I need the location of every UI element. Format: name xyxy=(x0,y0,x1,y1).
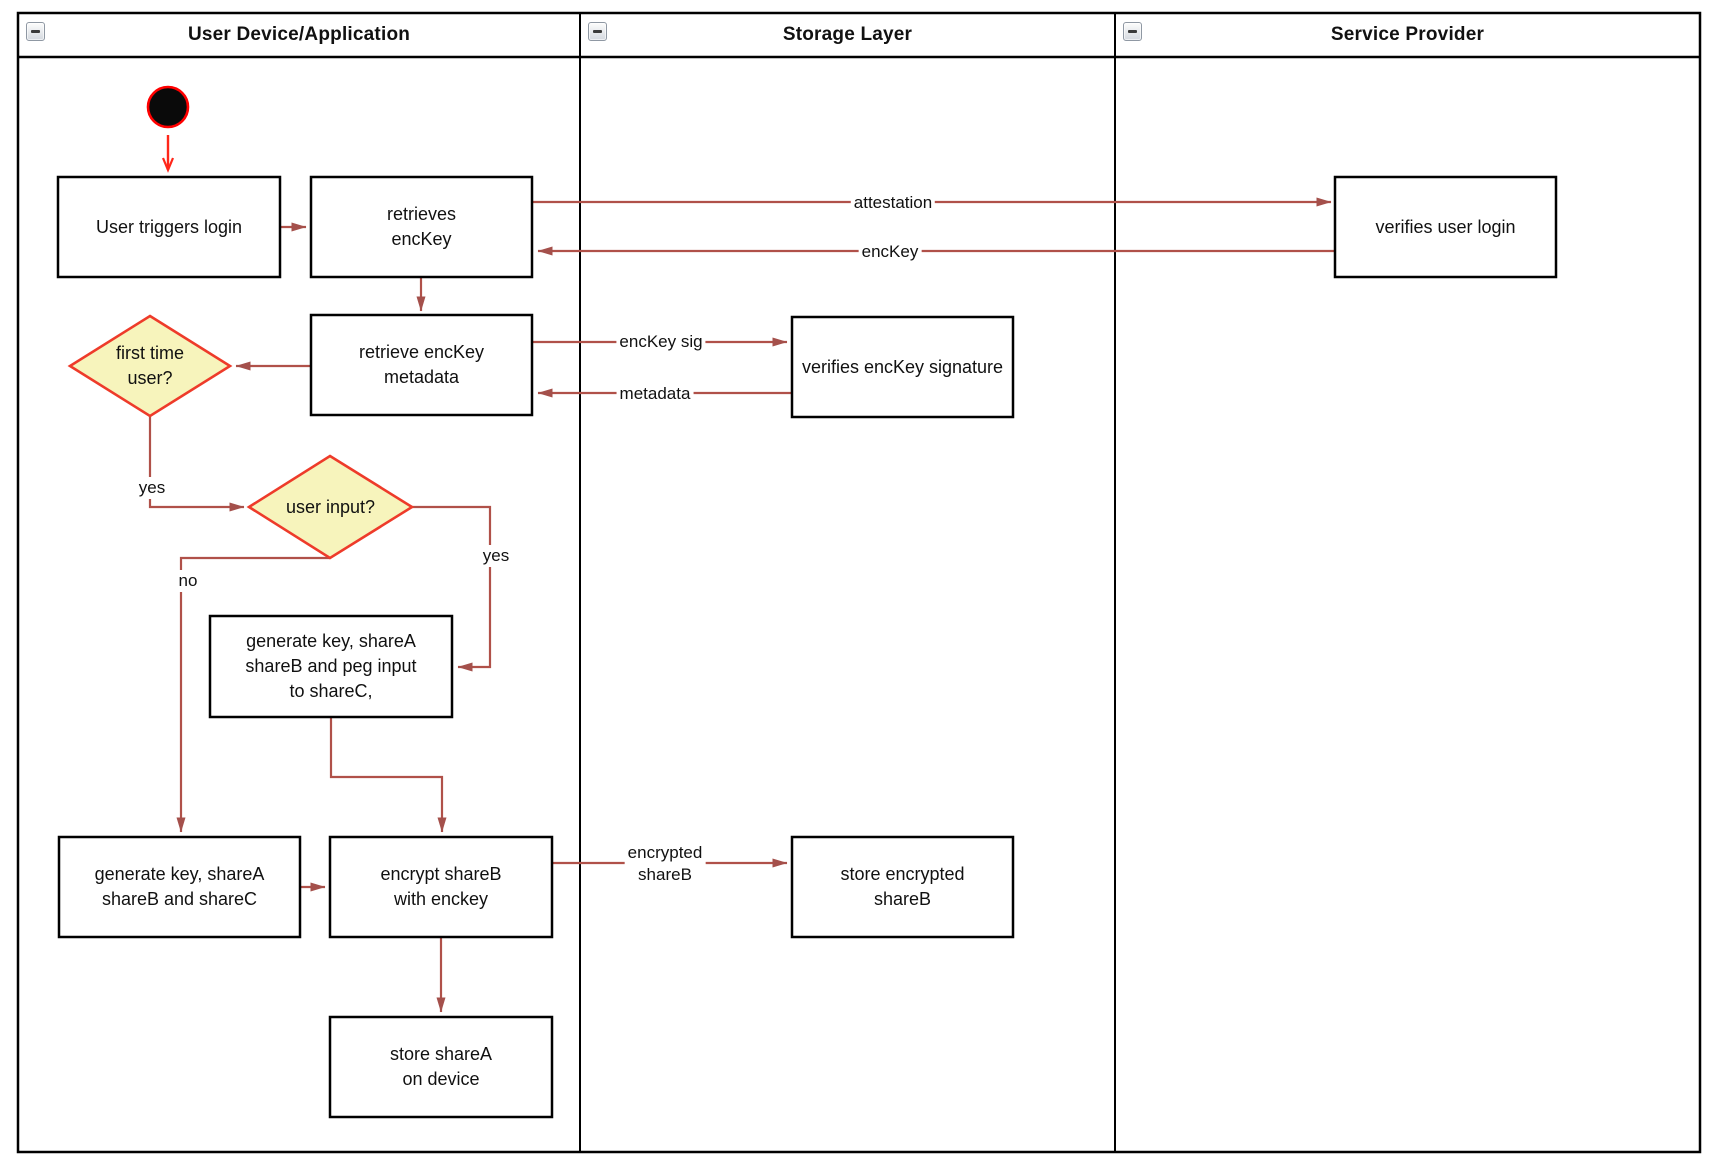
node-label-generate-key-peg: generate key, shareA shareB and peg inpu… xyxy=(245,631,417,701)
start-node[interactable] xyxy=(146,85,190,129)
node-label-retrieve-enckey-metadata: retrieve encKey metadata xyxy=(358,342,485,387)
node-verifies-enckey-signature[interactable] xyxy=(790,315,1015,419)
lane-title-service-provider: Service Provider xyxy=(1330,24,1485,45)
edge-label-user-input-yes[interactable]: yes xyxy=(479,545,513,567)
node-label-verifies-user-login: verifies user login xyxy=(1375,216,1516,237)
edge-userinput-no[interactable] xyxy=(176,556,330,833)
node-generate-key-shares[interactable] xyxy=(57,835,302,939)
collapse-lane-icon[interactable] xyxy=(588,22,607,41)
edge-label-first-time-yes[interactable]: yes xyxy=(135,477,169,499)
node-store-encrypted-shareb[interactable] xyxy=(790,835,1015,939)
minus-icon xyxy=(31,30,40,33)
edge-label-user-input-no[interactable]: no xyxy=(175,570,201,592)
collapse-lane-icon[interactable] xyxy=(26,22,45,41)
node-generate-key-peg[interactable] xyxy=(208,614,454,719)
minus-icon xyxy=(1128,30,1137,33)
node-label-verifies-enckey-signature: verifies encKey signature xyxy=(801,356,1004,377)
node-label-retrieves-enckey: retrieves encKey xyxy=(386,204,457,249)
edge-label-enckey-sig[interactable]: encKey sig xyxy=(616,331,706,353)
node-retrieve-enckey-metadata[interactable] xyxy=(309,313,534,417)
lane-title-user-device: User Device/Application xyxy=(187,24,411,45)
decision-user-input[interactable] xyxy=(246,454,415,560)
edge-firsttime-yes[interactable] xyxy=(148,416,245,512)
node-label-store-sharea: store shareA on device xyxy=(389,1044,493,1089)
edge-label-encrypted-shareb[interactable]: encrypted shareB xyxy=(624,842,706,886)
edge-label-metadata[interactable]: metadata xyxy=(616,383,694,405)
minus-icon xyxy=(593,30,602,33)
lane-title-storage-layer: Storage Layer xyxy=(782,24,913,45)
edge-peg-to-encrypt[interactable] xyxy=(329,717,447,833)
node-label-generate-key-shares: generate key, shareA shareB and shareC xyxy=(94,864,265,909)
node-verifies-user-login[interactable] xyxy=(1333,175,1558,279)
node-label-user-triggers-login: User triggers login xyxy=(95,216,243,237)
node-encrypt-shareb[interactable] xyxy=(328,835,554,939)
node-label-store-encrypted-shareb: store encrypted shareB xyxy=(840,864,965,909)
node-store-sharea[interactable] xyxy=(328,1015,554,1119)
edge-userinput-yes[interactable] xyxy=(412,505,492,672)
edge-label-attestation[interactable]: attestation xyxy=(850,192,936,214)
decision-label-first-time-user: first time user? xyxy=(115,343,184,388)
decision-label-user-input: user input? xyxy=(285,496,376,517)
collapse-lane-icon[interactable] xyxy=(1123,22,1142,41)
edge-label-enckey[interactable]: encKey xyxy=(858,241,922,263)
node-retrieves-enckey[interactable] xyxy=(309,175,534,279)
node-user-triggers-login[interactable] xyxy=(56,175,282,279)
node-label-encrypt-shareb: encrypt shareB with enckey xyxy=(380,864,502,909)
decision-first-time-user[interactable] xyxy=(67,314,233,418)
